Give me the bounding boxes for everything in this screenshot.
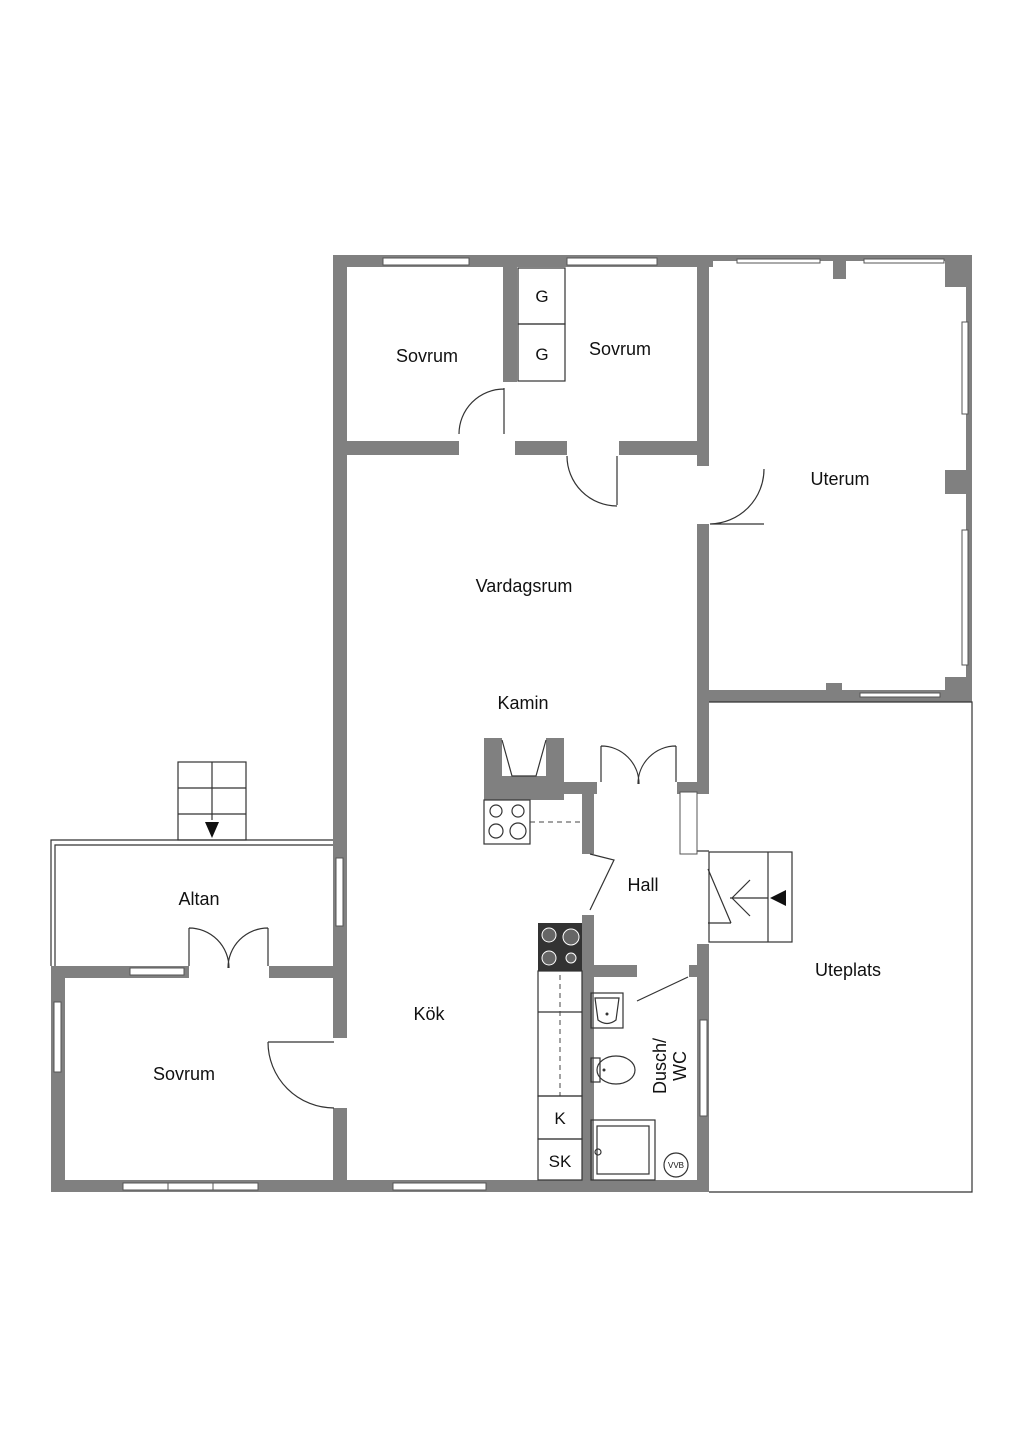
room-label-vardagsrum: Vardagsrum bbox=[476, 576, 573, 596]
sink bbox=[590, 992, 624, 1029]
toilet-icon bbox=[590, 1055, 636, 1085]
window-uterum-top-1 bbox=[736, 258, 821, 264]
wall-wing-left bbox=[51, 966, 65, 1192]
window-uterum-bottom bbox=[859, 692, 941, 698]
gap-uterum-door bbox=[696, 466, 710, 524]
door-openings bbox=[189, 440, 710, 1108]
door-altan-double bbox=[188, 927, 269, 969]
windows bbox=[53, 257, 969, 1191]
room-label-dusch-wc-line2: WC bbox=[670, 1051, 690, 1081]
wardrobe-2 bbox=[517, 323, 566, 382]
bathroom-fixtures bbox=[590, 992, 689, 1181]
wall-bath-top bbox=[582, 965, 638, 977]
entrance-arrow-icon bbox=[770, 890, 786, 906]
kamin-icon bbox=[501, 739, 547, 777]
window-uterum-top-2 bbox=[863, 258, 945, 264]
room-label-sovrum-top-left: Sovrum bbox=[396, 346, 458, 366]
room-label-sovrum-top-right: Sovrum bbox=[589, 339, 651, 359]
door-swings bbox=[188, 388, 765, 1109]
window-bath-right bbox=[699, 1019, 708, 1117]
window-wing-bottom-1 bbox=[122, 1182, 169, 1191]
window-main-left bbox=[335, 857, 344, 927]
window-hall-right bbox=[679, 791, 698, 855]
door-bedroom-left bbox=[458, 388, 505, 435]
cabinet-label: SK bbox=[549, 1152, 572, 1171]
post-uterum-1 bbox=[833, 255, 846, 279]
wall-bedrooms-middle bbox=[503, 267, 517, 382]
door-hall-double bbox=[600, 745, 677, 785]
altan-stairs bbox=[177, 761, 247, 841]
gap-hall-outer-door bbox=[696, 852, 710, 944]
post-uterum-3 bbox=[945, 470, 972, 494]
room-label-kok: Kök bbox=[413, 1004, 445, 1024]
door-entrance bbox=[707, 868, 732, 924]
room-label-sovrum-bottom-left: Sovrum bbox=[153, 1064, 215, 1084]
post-uterum-2 bbox=[945, 255, 972, 287]
window-wing-top bbox=[129, 967, 185, 976]
wall-hall-left bbox=[582, 782, 594, 854]
fridge-label: K bbox=[554, 1109, 566, 1128]
wall-stove-left bbox=[582, 915, 594, 975]
exterior bbox=[50, 701, 973, 1193]
door-bath bbox=[589, 853, 689, 1002]
gap-altan-door bbox=[189, 965, 269, 979]
wall-main-bottom bbox=[333, 1180, 709, 1192]
fixtures bbox=[483, 267, 689, 1181]
walls bbox=[51, 255, 972, 1192]
altan-outline-inner bbox=[54, 844, 333, 966]
window-bedroom-right bbox=[566, 257, 658, 266]
entrance-stairs bbox=[708, 851, 793, 943]
window-wing-bottom-2 bbox=[167, 1182, 214, 1191]
wardrobe-label-2: G bbox=[535, 345, 548, 364]
window-bedroom-left bbox=[382, 257, 470, 266]
gap-wing-door bbox=[332, 1038, 348, 1108]
window-uterum-right-2 bbox=[961, 529, 969, 666]
wall-hall-top-right bbox=[677, 782, 709, 794]
room-label-hall: Hall bbox=[627, 875, 658, 895]
stove-upper bbox=[483, 799, 582, 845]
room-label-uterum: Uterum bbox=[810, 469, 869, 489]
kamin-block-bottom bbox=[484, 776, 564, 800]
door-bedroom-right bbox=[566, 455, 618, 507]
kitchen-counter bbox=[537, 923, 583, 1181]
wardrobe-label-1: G bbox=[535, 287, 548, 306]
wall-main-left bbox=[333, 255, 347, 1192]
altan-stairs-arrow-icon bbox=[205, 822, 219, 838]
uteplats-outline bbox=[709, 701, 973, 1193]
cabinet bbox=[537, 1138, 583, 1181]
gap-bedroom-left-door bbox=[459, 440, 515, 456]
gap-bath-door bbox=[637, 964, 689, 978]
wall-bath-left bbox=[582, 965, 594, 1192]
shower-icon bbox=[590, 1119, 656, 1181]
post-uterum-4 bbox=[945, 677, 972, 702]
room-label-altan: Altan bbox=[178, 889, 219, 909]
water-heater-label: VVB bbox=[668, 1161, 684, 1170]
window-wing-bottom-3 bbox=[212, 1182, 259, 1191]
window-uterum-right-1 bbox=[961, 321, 969, 415]
fixture-label-kamin: Kamin bbox=[497, 693, 548, 713]
room-label-uteplats: Uteplats bbox=[815, 960, 881, 980]
labels: Sovrum Sovrum Uterum Vardagsrum Kamin Al… bbox=[153, 287, 881, 1171]
wall-bath-top-right bbox=[688, 965, 709, 977]
window-kitchen-bottom bbox=[392, 1182, 487, 1191]
room-label-dusch-wc: Dusch/ WC bbox=[650, 1038, 690, 1094]
wall-bedrooms-bottom bbox=[333, 441, 709, 455]
water-heater-icon bbox=[663, 1152, 689, 1178]
window-wing-left bbox=[53, 1001, 62, 1073]
post-uterum-5 bbox=[826, 683, 842, 702]
door-wing bbox=[267, 1041, 335, 1109]
room-label-dusch-wc-line1: Dusch/ bbox=[650, 1038, 670, 1094]
door-uterum bbox=[709, 468, 765, 525]
gap-bedroom-right-door bbox=[567, 440, 619, 456]
